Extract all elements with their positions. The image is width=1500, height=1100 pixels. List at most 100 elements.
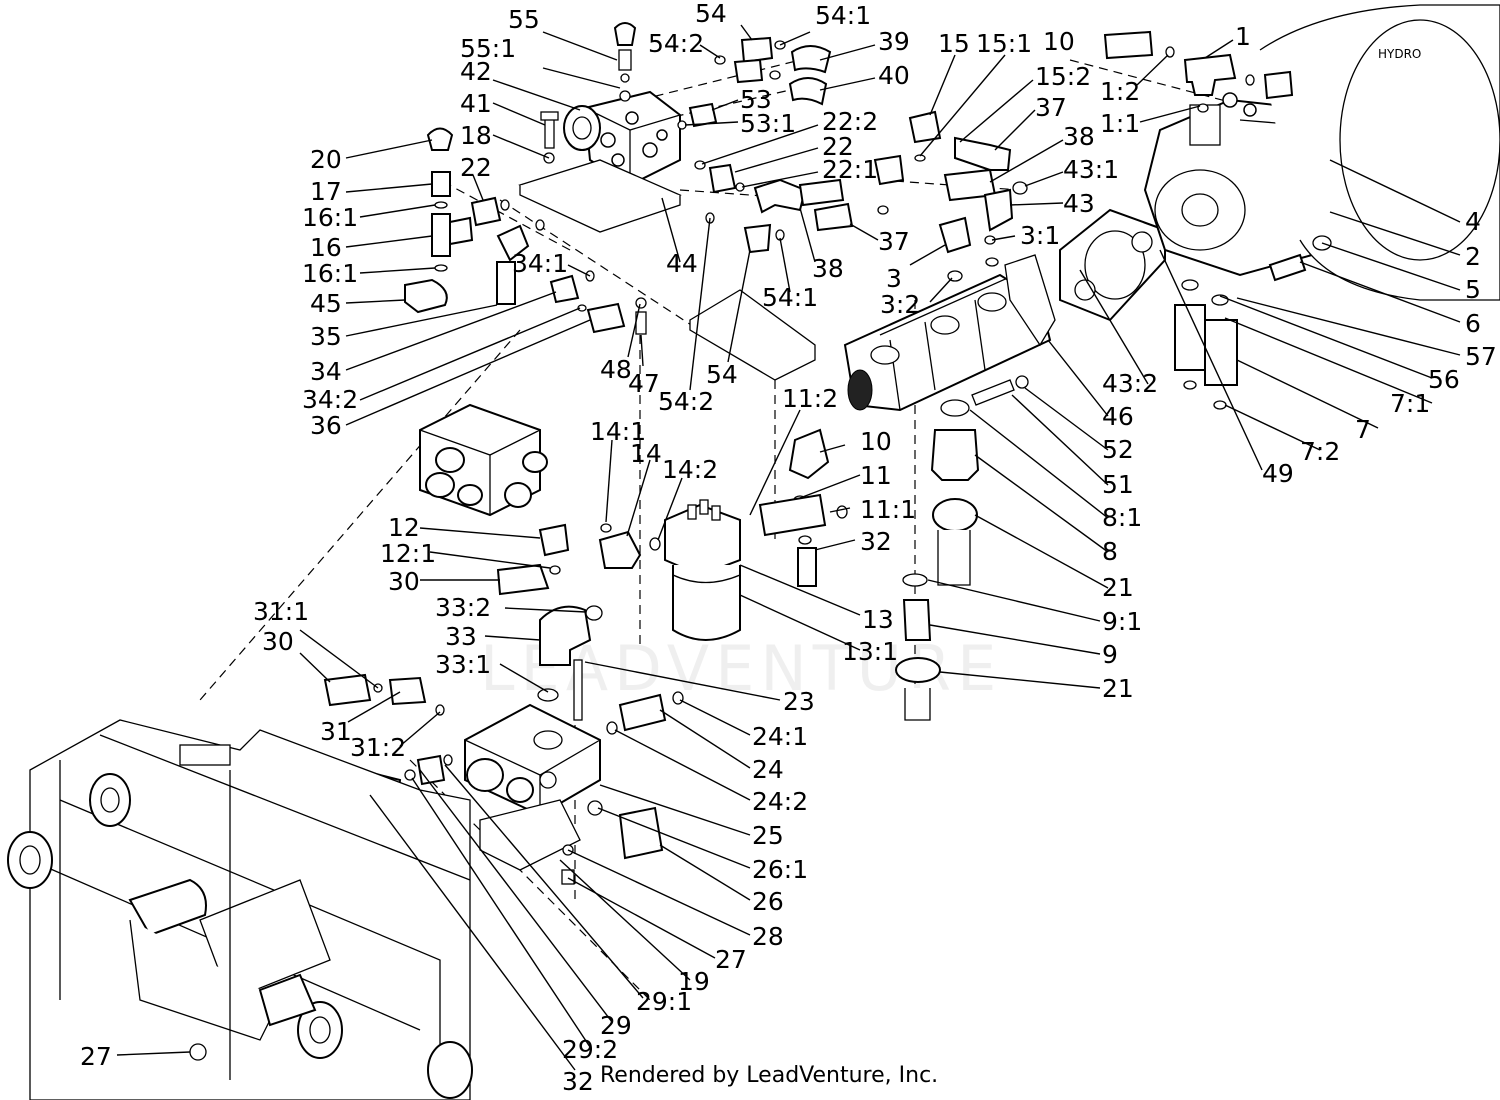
callout-22-2: 22:2 <box>822 107 878 136</box>
right-upper-fittings <box>873 110 1028 282</box>
callout-7-2: 7:2 <box>1300 437 1340 466</box>
callout-27: 27 <box>715 945 747 974</box>
gear-pump <box>843 208 1166 412</box>
callout-45: 45 <box>310 289 342 318</box>
callout-34: 34 <box>310 357 342 386</box>
callout-11-2: 11:2 <box>782 384 838 413</box>
pump-plate-text: HYDRO <box>1378 47 1421 61</box>
callout-38b: 38 <box>1063 122 1095 151</box>
callout-16-1b: 16:1 <box>302 259 358 288</box>
callout-3: 3 <box>886 264 902 293</box>
callout-54-1-top: 54:1 <box>815 1 871 30</box>
callout-56: 56 <box>1428 365 1460 394</box>
charge-relief-cartridges <box>1174 235 1332 410</box>
callout-32: 32 <box>860 527 892 556</box>
callout-48: 48 <box>600 355 632 384</box>
suction-hose-stack <box>895 399 980 721</box>
callout-37b: 37 <box>1035 93 1067 122</box>
breather-cap <box>613 22 637 102</box>
callout-3-1: 3:1 <box>1020 221 1060 250</box>
callout-39: 39 <box>878 27 910 56</box>
callout-16: 16 <box>310 233 342 262</box>
callout-47: 47 <box>628 369 660 398</box>
callout-31-2: 31:2 <box>350 733 406 762</box>
callout-13-1: 13:1 <box>842 637 898 666</box>
callout-9: 9 <box>1102 640 1118 669</box>
callout-12: 12 <box>388 513 420 542</box>
callout-37: 37 <box>878 227 910 256</box>
callout-11: 11 <box>860 461 892 490</box>
upper-valve-manifold <box>518 90 682 233</box>
callout-33: 33 <box>445 622 477 651</box>
callout-40: 40 <box>878 61 910 90</box>
callout-30: 30 <box>388 567 420 596</box>
callout-30b: 30 <box>262 627 294 656</box>
callout-1-2: 1:2 <box>1100 77 1140 106</box>
callout-54: 54 <box>706 360 738 389</box>
callout-14-2: 14:2 <box>662 455 718 484</box>
callout-labels: 55 55:1 42 41 18 20 17 22 16:1 16 16:1 4… <box>80 0 1497 1096</box>
callout-43-1: 43:1 <box>1063 155 1119 184</box>
callout-27b: 27 <box>80 1042 112 1071</box>
callout-2: 2 <box>1465 242 1481 271</box>
callout-49: 49 <box>1262 459 1294 488</box>
callout-29: 29 <box>600 1011 632 1040</box>
callout-24: 24 <box>752 755 784 784</box>
callout-23: 23 <box>783 687 815 716</box>
callout-8-1: 8:1 <box>1102 503 1142 532</box>
callout-32b: 32 <box>562 1067 594 1096</box>
callout-42: 42 <box>460 57 492 86</box>
callout-46: 46 <box>1102 402 1134 431</box>
callout-15-1: 15:1 <box>976 29 1032 58</box>
callout-35: 35 <box>310 322 342 351</box>
callout-22b: 22 <box>822 132 854 161</box>
left-fitting-stack <box>404 127 626 334</box>
callout-7-1: 7:1 <box>1390 389 1430 418</box>
upper-fittings <box>677 36 832 130</box>
callout-29-1: 29:1 <box>636 987 692 1016</box>
callout-43: 43 <box>1063 189 1095 218</box>
render-credit: Rendered by LeadVenture, Inc. <box>600 1063 939 1088</box>
callout-57: 57 <box>1465 342 1497 371</box>
callout-31: 31 <box>320 717 352 746</box>
callout-53-1: 53:1 <box>740 109 796 138</box>
callout-31-1: 31:1 <box>253 597 309 626</box>
callout-34-2: 34:2 <box>302 385 358 414</box>
callout-36: 36 <box>310 411 342 440</box>
callout-14: 14 <box>630 439 662 468</box>
callout-28: 28 <box>752 922 784 951</box>
callout-10: 10 <box>860 427 892 456</box>
callout-12-1: 12:1 <box>380 539 436 568</box>
callout-54-1b: 54:1 <box>762 283 818 312</box>
callout-34-1: 34:1 <box>512 249 568 278</box>
callout-10-top: 10 <box>1043 27 1075 56</box>
callout-24-1: 24:1 <box>752 722 808 751</box>
top-right-tee-fitting <box>1103 30 1294 113</box>
callout-22: 22 <box>460 153 492 182</box>
callout-43-2: 43:2 <box>1102 369 1158 398</box>
callout-21b: 21 <box>1102 674 1134 703</box>
callout-29-2: 29:2 <box>562 1035 618 1064</box>
callout-41: 41 <box>460 89 492 118</box>
callout-15: 15 <box>938 29 970 58</box>
manifold-elbow-fitting <box>537 605 603 721</box>
callout-17: 17 <box>310 177 342 206</box>
callout-3-2: 3:2 <box>880 290 920 319</box>
callout-26-1: 26:1 <box>752 855 808 884</box>
machine-frame <box>7 719 473 1100</box>
callout-19: 19 <box>678 967 710 996</box>
callout-8: 8 <box>1102 537 1118 566</box>
leader-lines <box>116 24 1461 1071</box>
callout-18: 18 <box>460 121 492 150</box>
callout-15-2: 15:2 <box>1035 62 1091 91</box>
filter-tee-fitting <box>758 428 848 587</box>
callout-14-1: 14:1 <box>590 417 646 446</box>
callout-9-1: 9:1 <box>1102 607 1142 636</box>
callout-54-2-top: 54:2 <box>648 29 704 58</box>
callout-33-2: 33:2 <box>435 593 491 622</box>
callout-52: 52 <box>1102 435 1134 464</box>
auxiliary-valve-block <box>419 403 570 596</box>
callout-20: 20 <box>310 145 342 174</box>
